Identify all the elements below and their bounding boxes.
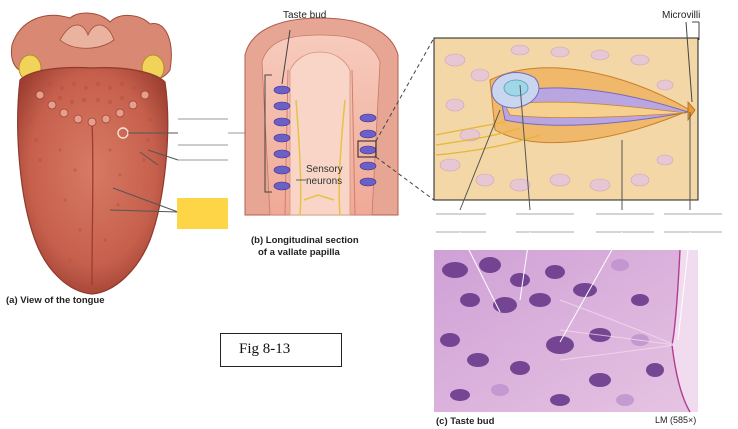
taste-bud-drawing [433,37,699,201]
label-neurons: neurons [306,176,343,187]
tongue-illustration [10,12,172,295]
label-taste-bud: Taste bud [283,10,327,21]
vallate-papillae-row [35,90,150,127]
figure-number-box: Fig 8-13 [220,333,342,367]
tongue-leader-lines [109,132,179,213]
microvilli-leader [685,21,693,103]
figure-number: Fig 8-13 [239,341,291,357]
tongue-texture [28,81,152,262]
caption-a: (a) View of the tongue [6,295,105,306]
micrograph-leader-lines [459,231,691,343]
taste-bud-bracket [264,74,272,193]
taste-buds-left [273,85,291,191]
median-sulcus [91,119,94,286]
caption-c: (c) Taste bud [436,416,495,427]
zoom-lines [375,37,435,201]
caption-b-line1: (b) Longitudinal section [251,235,359,246]
label-microvilli: Microvilli [662,10,701,21]
caption-b-line2: of a vallate papilla [258,247,340,258]
zoom-source-box [357,140,377,158]
drawing-label-blanks [436,213,722,233]
answer-box[interactable] [177,198,228,229]
magnification-label: LM (585×) [655,415,697,425]
sensory-neuron-paths [295,99,346,216]
epiglottis-shape [59,24,115,49]
label-sensory: Sensory [306,164,343,175]
taste-buds-right [359,113,377,187]
drawing-leader-lines [459,84,691,211]
taste-bud-leader [281,29,291,85]
